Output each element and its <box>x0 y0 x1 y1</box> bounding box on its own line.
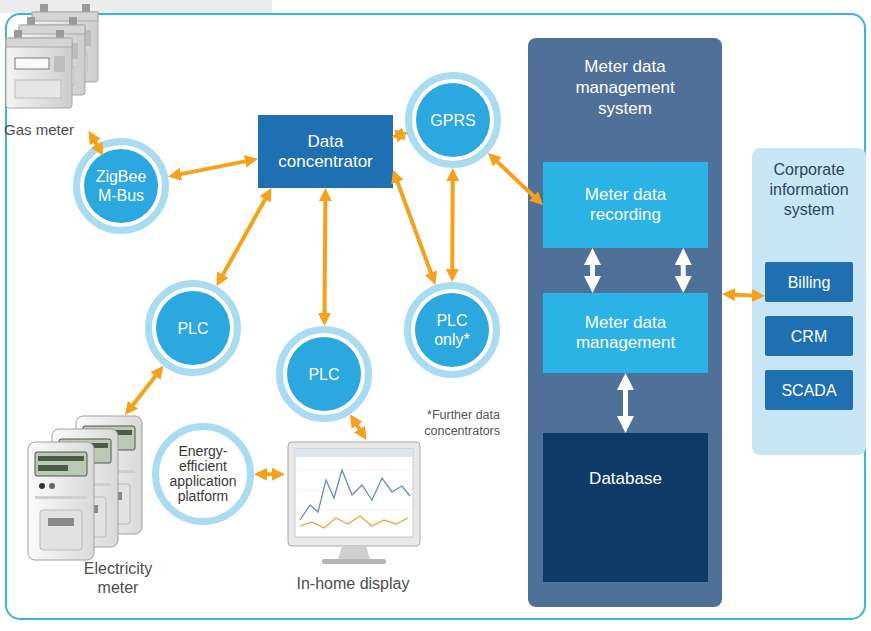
circle-ring <box>77 142 166 231</box>
circle-outline <box>404 282 500 378</box>
network-circle: ZigBee M-Bus <box>73 138 169 234</box>
process-box: Meter data management <box>543 293 708 373</box>
node-text: Electricity meter <box>73 559 163 597</box>
node-text: PLC <box>308 365 339 384</box>
node-text: GPRS <box>430 111 475 130</box>
circle-fill <box>156 291 230 365</box>
connector-arrow <box>681 258 686 283</box>
node-text: Data concentrator <box>270 132 382 172</box>
process-box: Meter data recording <box>543 162 708 248</box>
connector-arrow <box>354 421 362 433</box>
node-text: Meter data management system <box>555 56 695 119</box>
connector-arrow <box>396 177 433 277</box>
connector-arrow <box>623 383 628 423</box>
node-text: SCADA <box>781 381 836 400</box>
node-text: ZigBee M-Bus <box>90 167 152 205</box>
circle-ring <box>408 286 497 375</box>
illustration-part <box>322 559 386 564</box>
connector-arrow <box>130 372 159 409</box>
connector-arrow <box>176 160 250 175</box>
illustration-part <box>298 470 410 471</box>
connector-arrow <box>262 472 277 476</box>
node-text: CRM <box>791 327 827 346</box>
connector-arrow <box>220 195 267 279</box>
application-circle: Energy- efficient application platform <box>152 423 254 525</box>
gas-meter: Gas meter <box>4 4 104 142</box>
circle-ring <box>156 427 251 522</box>
circle-fill <box>415 293 489 367</box>
circle-fill <box>416 83 490 157</box>
illustration-part <box>300 470 410 520</box>
connector-arrow <box>93 138 100 149</box>
connector-arrow <box>494 158 537 199</box>
process-box: Data concentrator <box>258 115 393 188</box>
connector-arrow <box>450 176 454 274</box>
circle-fill <box>287 337 361 411</box>
circle-ring <box>280 330 369 419</box>
gas-meter-picture <box>6 4 98 108</box>
node-text: PLC <box>177 319 208 338</box>
circle-outline <box>73 138 169 234</box>
illustration-part <box>295 449 413 457</box>
node-text: Energy- efficient application platform <box>165 444 241 504</box>
database-box: Database <box>543 433 708 582</box>
process-box: Billing <box>765 262 853 302</box>
footnote-label: *Further data concentrators <box>398 408 500 439</box>
node-text: Meter data management <box>556 313 696 353</box>
circle-ring <box>149 284 238 373</box>
circle-fill <box>84 149 158 223</box>
connector-arrow <box>399 133 401 137</box>
node-text: Gas meter <box>4 121 74 139</box>
illustration-part <box>288 442 420 546</box>
illustration-part <box>295 449 413 537</box>
process-box: SCADA <box>765 370 853 410</box>
node-text: Corporate information system <box>757 160 861 220</box>
system-panel: Meter data management systemMeter data r… <box>528 38 722 607</box>
node-text: PLC only* <box>421 311 483 349</box>
node-text: Meter data recording <box>556 185 696 225</box>
in-home-display: In-home display <box>285 440 421 596</box>
process-box: CRM <box>765 316 853 356</box>
electricity-meter-picture <box>28 416 142 560</box>
connector-arrow <box>322 196 327 318</box>
illustration-part <box>6 30 72 108</box>
network-circle: PLC <box>276 326 372 422</box>
node-text: Database <box>589 469 662 489</box>
illustration-part <box>298 490 410 491</box>
illustration-part <box>338 546 370 559</box>
network-circle: PLC <box>145 280 241 376</box>
illustration-part <box>300 516 408 528</box>
network-circle: GPRS <box>405 72 501 168</box>
connector-arrow <box>730 294 757 295</box>
monitor-picture <box>288 442 420 564</box>
node-text: In-home display <box>297 574 410 593</box>
connector-arrow <box>590 258 595 283</box>
outer-frame <box>6 14 865 619</box>
node-text: Billing <box>788 273 831 292</box>
circle-ring <box>409 76 498 165</box>
network-circle: PLC only* <box>404 282 500 378</box>
illustration-part <box>28 442 94 560</box>
system-panel: Corporate information systemBillingCRM SC… <box>752 148 866 455</box>
